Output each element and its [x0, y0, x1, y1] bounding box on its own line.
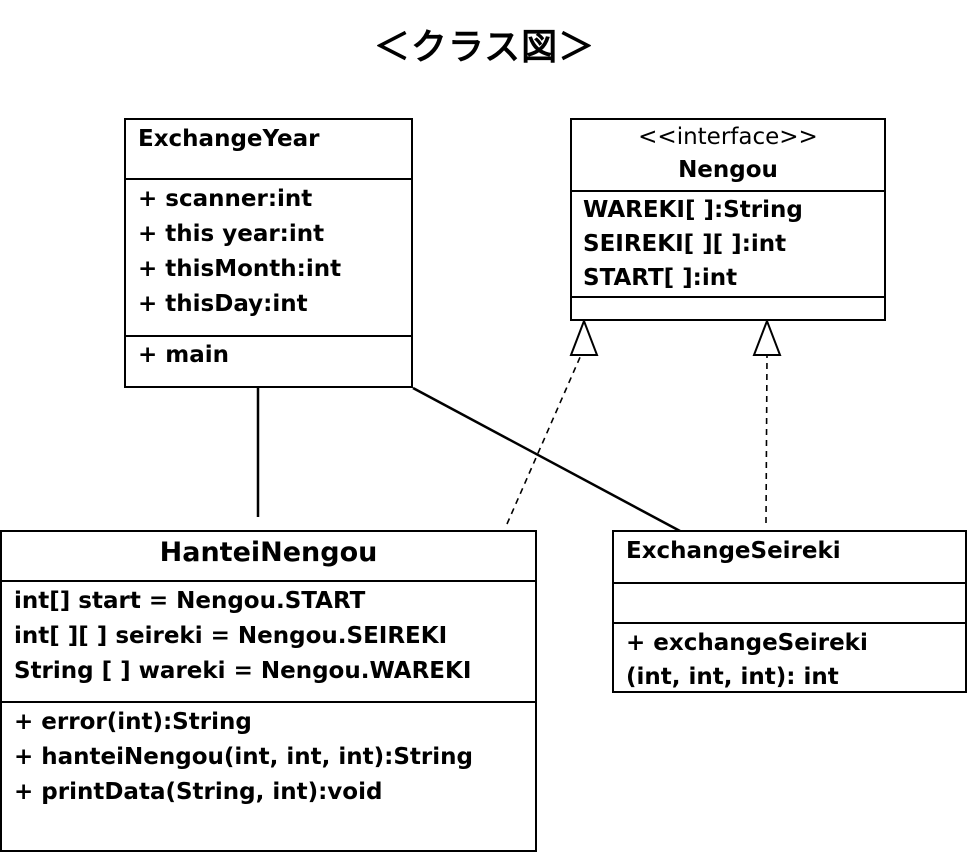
class-exchange-year: ExchangeYear + scanner:int + this year:i… — [124, 118, 413, 388]
attribute: SEIREKI[ ][ ]:int — [583, 231, 787, 257]
class-name: ExchangeYear — [138, 126, 320, 152]
class-exchange-seireki: ExchangeSeireki + exchangeSeireki (int, … — [612, 530, 967, 693]
realization-arrowhead-left — [569, 318, 599, 356]
association-year-seireki — [412, 386, 681, 533]
class-name-section: <<interface>> Nengou — [572, 120, 884, 190]
class-name-section: ExchangeSeireki — [614, 532, 965, 582]
operation: + printData(String, int):void — [14, 779, 383, 805]
attributes-section: WAREKI[ ]:String SEIREKI[ ][ ]:int START… — [572, 190, 884, 296]
realization-hantei-nengou — [506, 354, 582, 525]
attributes-section: int[] start = Nengou.START int[ ][ ] sei… — [2, 580, 535, 701]
operations-section: + exchangeSeireki (int, int, int): int — [614, 622, 965, 696]
attribute: + thisDay:int — [138, 291, 308, 317]
attribute: + this year:int — [138, 221, 325, 247]
class-hantei-nengou: HanteiNengou int[] start = Nengou.START … — [0, 530, 537, 852]
attributes-section: + scanner:int + this year:int + thisMont… — [126, 178, 411, 335]
attribute: String [ ] wareki = Nengou.WAREKI — [14, 658, 472, 684]
operation: (int, int, int): int — [626, 664, 839, 690]
realization-seireki-nengou — [765, 354, 768, 524]
attribute: int[] start = Nengou.START — [14, 588, 366, 614]
class-name-section: ExchangeYear — [126, 120, 411, 178]
operation: + main — [138, 342, 230, 368]
interface-nengou: <<interface>> Nengou WAREKI[ ]:String SE… — [570, 118, 886, 321]
class-name-section: HanteiNengou — [2, 532, 535, 580]
attribute: + scanner:int — [138, 186, 313, 212]
attribute: int[ ][ ] seireki = Nengou.SEIREKI — [14, 623, 448, 649]
operations-section: + main — [126, 335, 411, 374]
operation: + exchangeSeireki — [626, 630, 868, 656]
diagram-title: ＜クラス図＞ — [373, 27, 596, 68]
attributes-section — [614, 582, 965, 622]
stereotype-label: <<interface>> — [638, 124, 818, 150]
operation: + hanteiNengou(int, int, int):String — [14, 744, 473, 770]
operations-section: + error(int):String + hanteiNengou(int, … — [2, 701, 535, 812]
attribute: + thisMonth:int — [138, 256, 342, 282]
realization-arrowhead-right — [752, 318, 782, 356]
attribute: WAREKI[ ]:String — [583, 197, 803, 223]
class-name: Nengou — [678, 157, 778, 183]
class-name: ExchangeSeireki — [626, 538, 841, 564]
attribute: START[ ]:int — [583, 265, 738, 291]
class-name: HanteiNengou — [159, 537, 378, 568]
operations-section — [572, 296, 884, 298]
operation: + error(int):String — [14, 709, 252, 735]
